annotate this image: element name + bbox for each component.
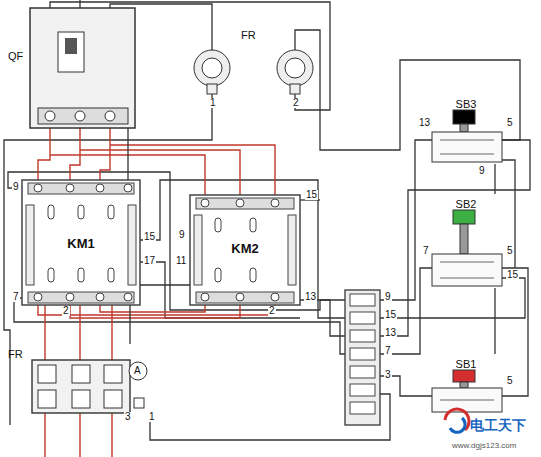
terminal-number: 13 bbox=[384, 328, 397, 338]
terminal-number: 15 bbox=[143, 232, 156, 242]
contactor-box: KM1 bbox=[22, 180, 140, 305]
contactor bbox=[190, 195, 300, 305]
terminal-number: 15 bbox=[506, 270, 519, 280]
terminal-number: 7 bbox=[12, 292, 20, 302]
power-wire bbox=[70, 128, 80, 188]
circuit-breaker bbox=[30, 8, 135, 128]
thermal-relay bbox=[32, 360, 147, 413]
watermark: 电工天下 bbox=[470, 418, 526, 432]
terminal-number: 2 bbox=[268, 306, 276, 316]
terminal-number: 1 bbox=[209, 98, 217, 108]
device-name: QF bbox=[8, 50, 23, 62]
watermark: www.dgjs123.com bbox=[452, 442, 516, 450]
button-box: SB1 bbox=[430, 354, 502, 414]
terminal-number: 5 bbox=[506, 246, 514, 256]
relay-box: FR bbox=[6, 344, 140, 416]
wire bbox=[380, 268, 432, 354]
device-name: SB2 bbox=[456, 198, 477, 210]
connector-wire bbox=[494, 164, 495, 194]
connector-wire bbox=[129, 305, 130, 344]
terminal-number: 9 bbox=[178, 230, 186, 240]
button-box: SB2 bbox=[430, 194, 502, 288]
terminal-number: 9 bbox=[478, 166, 486, 176]
terminal-number: 7 bbox=[422, 246, 430, 256]
terminal-block bbox=[345, 290, 380, 425]
wire bbox=[380, 140, 432, 300]
device-name: KM1 bbox=[67, 236, 94, 251]
connector-wire bbox=[494, 288, 495, 354]
terminal-number: 13 bbox=[304, 292, 317, 302]
device-name: FR bbox=[8, 348, 23, 360]
device-label: FR bbox=[240, 30, 257, 41]
terminal-number: 15 bbox=[305, 190, 318, 200]
watermark-logo bbox=[445, 409, 469, 432]
terminal-number: 1 bbox=[148, 412, 156, 422]
contactor-box: KM2 bbox=[190, 195, 300, 305]
terminal-number: 15 bbox=[384, 310, 397, 320]
terminal-number: 2 bbox=[292, 98, 300, 108]
terminal-number: 5 bbox=[506, 118, 514, 128]
terminal-number: 5 bbox=[506, 376, 514, 386]
wire bbox=[502, 160, 515, 268]
push-button bbox=[432, 210, 502, 286]
power-wire bbox=[100, 128, 110, 188]
device-name: SB1 bbox=[456, 358, 477, 370]
wire bbox=[300, 300, 345, 336]
motor-wire bbox=[45, 413, 112, 457]
power-wire bbox=[38, 128, 50, 188]
push-button bbox=[432, 370, 502, 412]
wire bbox=[380, 140, 530, 336]
terminal-number: 13 bbox=[418, 118, 431, 128]
terminal-number: A bbox=[134, 366, 141, 376]
terminal-number: 7 bbox=[384, 346, 392, 356]
wire bbox=[14, 298, 345, 354]
terminal-number: 9 bbox=[384, 292, 392, 302]
terminal-number: 11 bbox=[175, 256, 187, 266]
terminal-number: 2 bbox=[62, 306, 70, 316]
button-box: SB3 bbox=[430, 94, 502, 164]
breaker-box: QF bbox=[6, 8, 135, 128]
contactor bbox=[22, 180, 140, 305]
terminal-number: 3 bbox=[384, 370, 392, 380]
device-name: SB3 bbox=[456, 98, 477, 110]
wire bbox=[502, 268, 528, 396]
terminal-number: 9 bbox=[12, 182, 20, 192]
connector-wire bbox=[140, 284, 190, 285]
connector-wire bbox=[127, 128, 128, 180]
terminal-number: 3 bbox=[124, 412, 132, 422]
wire bbox=[8, 172, 345, 310]
terminal-number: 17 bbox=[143, 256, 156, 266]
fr-contact-terminal bbox=[194, 50, 313, 94]
power-wire bbox=[45, 297, 112, 360]
wire bbox=[79, 0, 80, 8]
wire bbox=[140, 180, 345, 318]
push-button bbox=[432, 110, 502, 162]
device-name: KM2 bbox=[231, 241, 258, 256]
wire bbox=[4, 86, 212, 425]
